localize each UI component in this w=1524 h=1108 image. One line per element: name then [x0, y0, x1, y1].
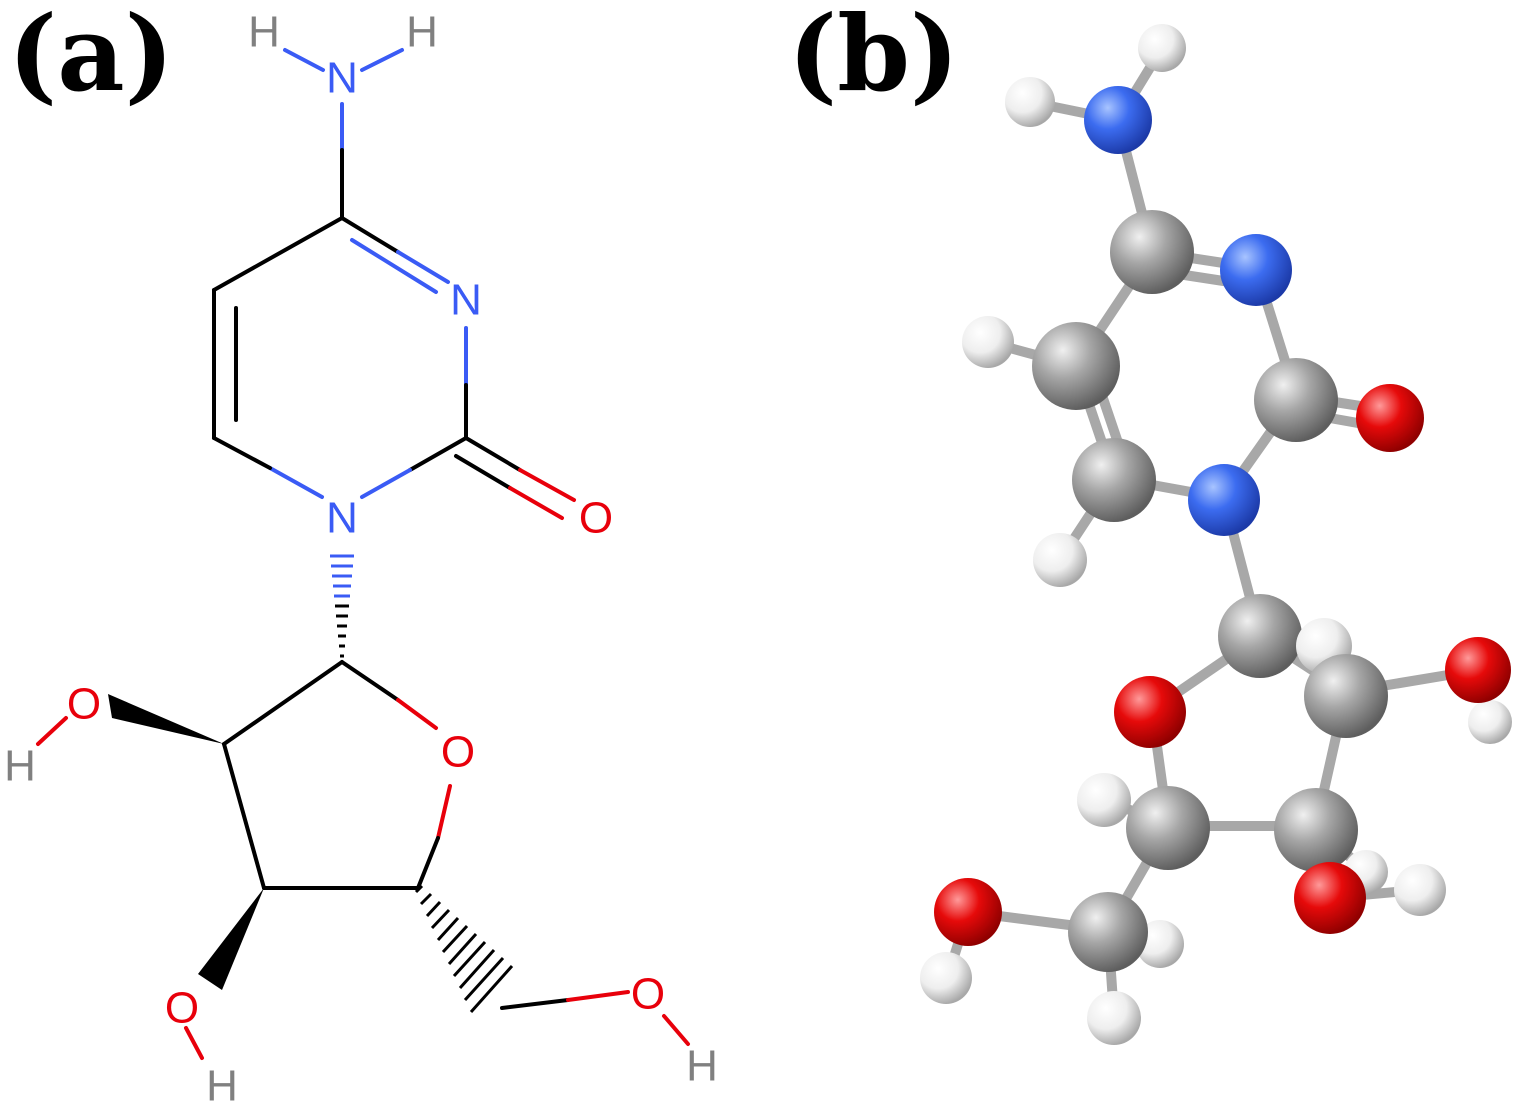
atom-h-hydroxyl-3prime: H	[206, 1062, 238, 1108]
bond-c1-o4	[340, 660, 400, 702]
atom-h-amino-2	[1005, 77, 1055, 127]
bond-c2-o-b	[518, 468, 576, 502]
bond-nh-right	[360, 48, 404, 72]
atom-h-amino-left: H	[248, 8, 280, 57]
bond-o5h	[662, 1014, 690, 1046]
atom-c5	[1032, 322, 1120, 410]
panel-b-label: (b)	[788, 0, 960, 115]
bond-o4-c4prime	[416, 836, 440, 890]
atom-h-hydroxyl-2prime: H	[4, 742, 36, 791]
bond-n1-c6-b	[212, 436, 272, 470]
bond-o3h	[184, 1026, 204, 1060]
atom-h-hydroxyl-5prime: H	[686, 1042, 718, 1091]
atom-c3prime	[1274, 788, 1358, 872]
atom-h-hydroxyl-5prime	[920, 952, 972, 1004]
bond-o4-c1-red	[396, 698, 438, 730]
atom-h-hydroxyl-3prime	[1394, 864, 1446, 916]
atom-c4	[1110, 210, 1194, 294]
atom-h-amino-right: H	[406, 8, 438, 57]
bond-c5prime-o5b	[566, 990, 630, 1002]
atom-h-c4prime	[1077, 773, 1131, 827]
atom-n-amino	[1084, 86, 1152, 154]
atom-c2prime	[1304, 654, 1388, 738]
atom-o-hydroxyl-5prime: O	[631, 970, 665, 1019]
atom-o4-ring	[1114, 676, 1186, 748]
atom-n1	[1188, 464, 1260, 536]
atom-c5prime	[1068, 892, 1148, 972]
bond-o4-c4prime-red	[436, 784, 452, 840]
atom-o-hydroxyl-2prime	[1445, 637, 1511, 703]
panel-a-label: (a)	[8, 0, 174, 115]
skeletal-structure-diagram: H H N N O N O O H O H O H	[4, 8, 718, 1108]
bond-c4-n3-a	[340, 216, 400, 254]
atom-h-hydroxyl-2prime	[1468, 700, 1512, 744]
bond-c4-n3-inner	[350, 238, 438, 294]
atom-h-c5	[962, 316, 1014, 368]
bond-c5prime-o5a	[500, 998, 570, 1010]
bond-c2-o-a	[464, 436, 522, 472]
bond-nh-left	[283, 48, 325, 72]
atom-o-hydroxyl-5prime	[934, 878, 1002, 946]
atom-h-amino-1	[1138, 24, 1186, 72]
atom-n3	[1220, 234, 1292, 306]
atom-c4prime	[1126, 786, 1210, 870]
atom-n1: N	[326, 494, 358, 543]
bond-c2-o-d	[508, 486, 564, 520]
atom-h-c6	[1033, 533, 1087, 587]
atom-h-c5prime-2	[1087, 991, 1141, 1045]
bond-c2-n1-a	[408, 436, 468, 472]
bond-n1-c6-a	[268, 466, 324, 499]
atom-o2-carbonyl: O	[579, 494, 613, 543]
bond-c2-n1-b	[360, 468, 412, 499]
bond-c1-c2prime	[222, 660, 344, 746]
atom-c1prime	[1218, 594, 1302, 678]
bond-c2-o-c	[454, 454, 512, 490]
bond-c5-c4	[212, 216, 344, 292]
wedge-c2prime-o2	[108, 694, 224, 744]
atom-c2	[1254, 358, 1338, 442]
atom-o2	[1356, 384, 1424, 452]
atoms	[920, 24, 1512, 1045]
bond-c4-n3-b	[396, 250, 450, 284]
atom-o-hydroxyl-2prime: O	[67, 680, 101, 729]
atom-c6	[1072, 438, 1156, 522]
ball-and-stick-model	[920, 24, 1512, 1045]
bond-c2prime-c3prime	[222, 742, 266, 890]
atom-o-hydroxyl-3prime: O	[165, 984, 199, 1033]
wedge-c3prime-o3	[198, 888, 264, 990]
bond-o2h	[36, 716, 68, 746]
atom-o4-ring: O	[441, 728, 475, 777]
atom-o-hydroxyl-3prime	[1294, 862, 1366, 934]
atom-n-amino: N	[326, 54, 358, 103]
hash-bond-c4prime-c5prime	[414, 884, 514, 1013]
atom-n3: N	[450, 276, 482, 325]
hash-bond-n1-c1prime	[330, 554, 354, 658]
